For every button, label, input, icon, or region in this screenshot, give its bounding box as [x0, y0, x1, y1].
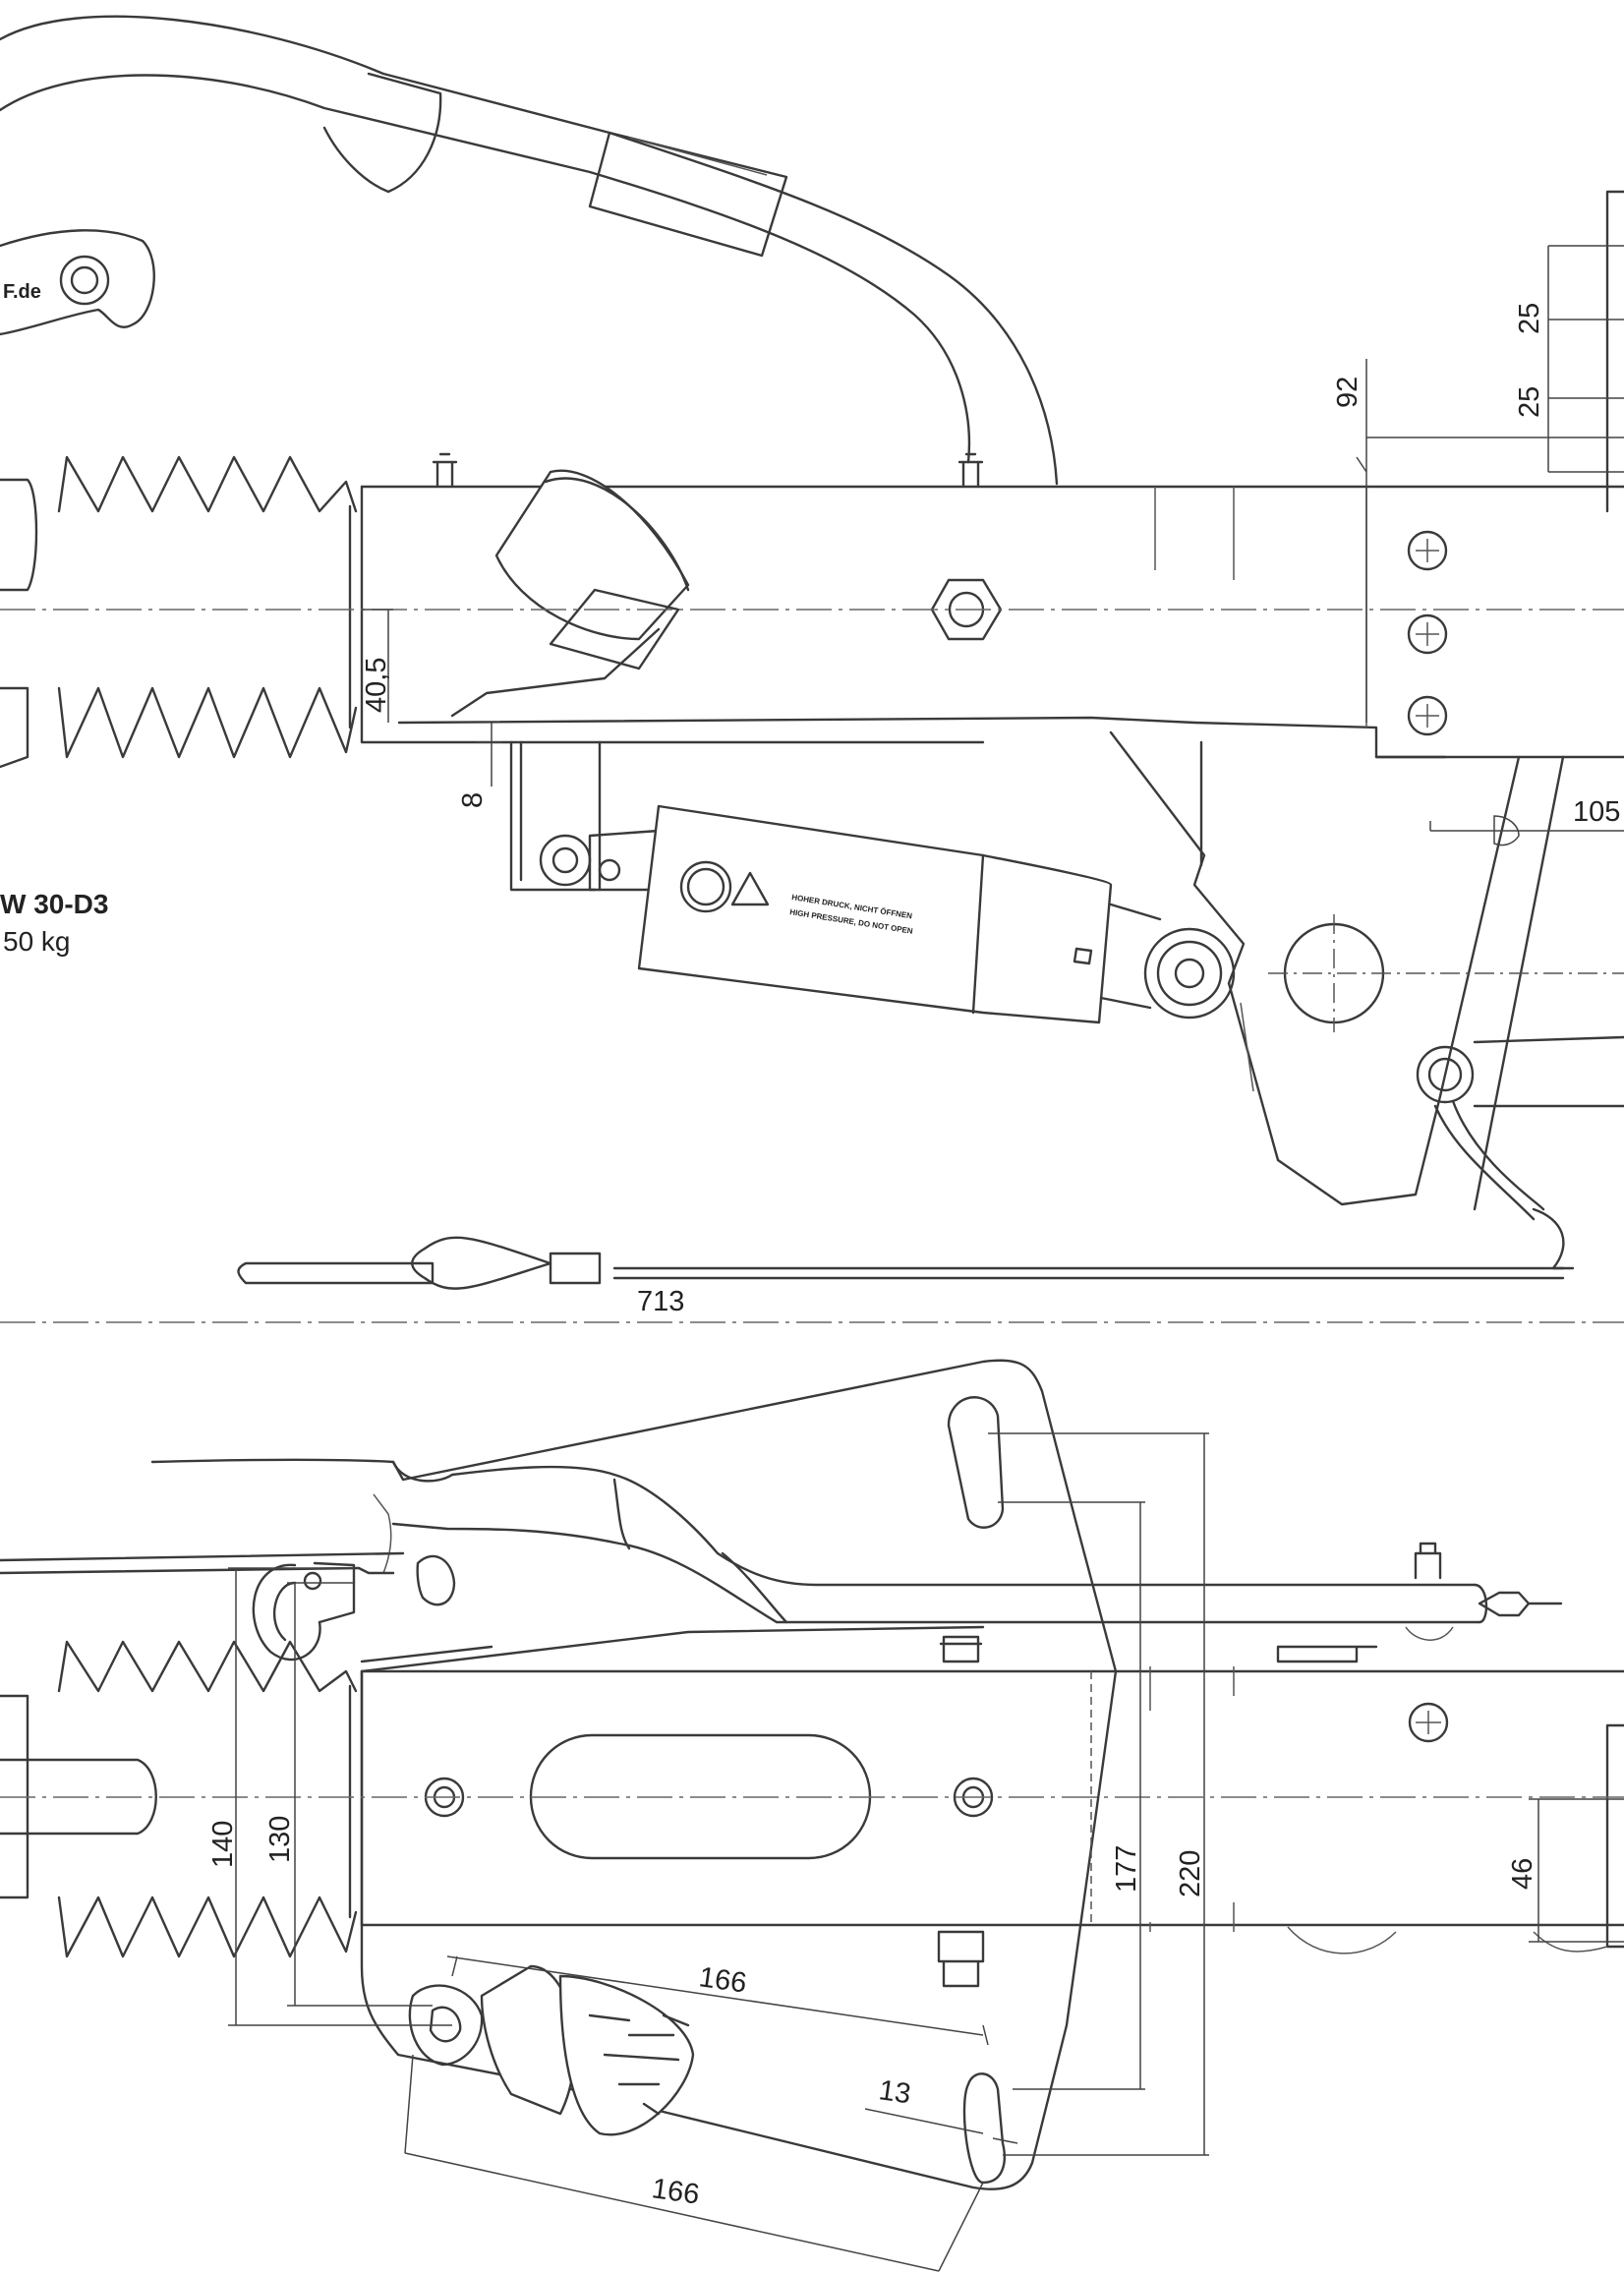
- load-label: 50 kg: [3, 926, 71, 957]
- dim-713: 713: [637, 1286, 684, 1317]
- dimensions-top: 140 130 177 220 46 166 13 166: [207, 1432, 1624, 2272]
- socket-top: [408, 1964, 695, 2136]
- dim-25-a: 25: [1514, 303, 1545, 334]
- socket-side: [450, 469, 690, 718]
- breakaway-cable: [237, 1035, 1624, 1290]
- side-view: F.de: [0, 15, 1624, 1323]
- dim-220: 220: [1175, 1850, 1206, 1897]
- dim-8: 8: [457, 792, 489, 808]
- dimensions-side: 25 25 92 40,5 8 105 713: [361, 245, 1624, 1317]
- dim-13: 13: [877, 2074, 912, 2110]
- dim-140: 140: [207, 1821, 239, 1868]
- bellows-top: [0, 1561, 358, 1958]
- dim-92: 92: [1332, 377, 1363, 408]
- dim-166-a: 166: [697, 1961, 748, 1999]
- bellows-side: [0, 455, 358, 769]
- brand-text: F.de: [3, 281, 41, 303]
- hand-brake-lever-top: [0, 1460, 1563, 1673]
- dim-46: 46: [1507, 1858, 1538, 1890]
- lower-plate-side: [509, 730, 1624, 1206]
- model-label: W 30-D3: [0, 889, 108, 919]
- coupling-body-side: [360, 190, 1624, 1211]
- hand-brake-lever: F.de: [0, 15, 1059, 486]
- dim-40-5: 40,5: [361, 658, 392, 713]
- dim-177: 177: [1111, 1845, 1142, 1893]
- top-view: 140 130 177 220 46 166 13 166: [0, 1359, 1624, 2272]
- dim-166-b: 166: [650, 2173, 701, 2210]
- shock-absorber: HOHER DRUCK, NICHT ÖFFNEN HIGH PRESSURE,…: [539, 804, 1236, 1024]
- dim-105: 105: [1573, 796, 1620, 828]
- dim-130: 130: [264, 1816, 296, 1863]
- dim-25-b: 25: [1514, 386, 1545, 418]
- coupling-plate-top: [150, 1359, 1624, 2190]
